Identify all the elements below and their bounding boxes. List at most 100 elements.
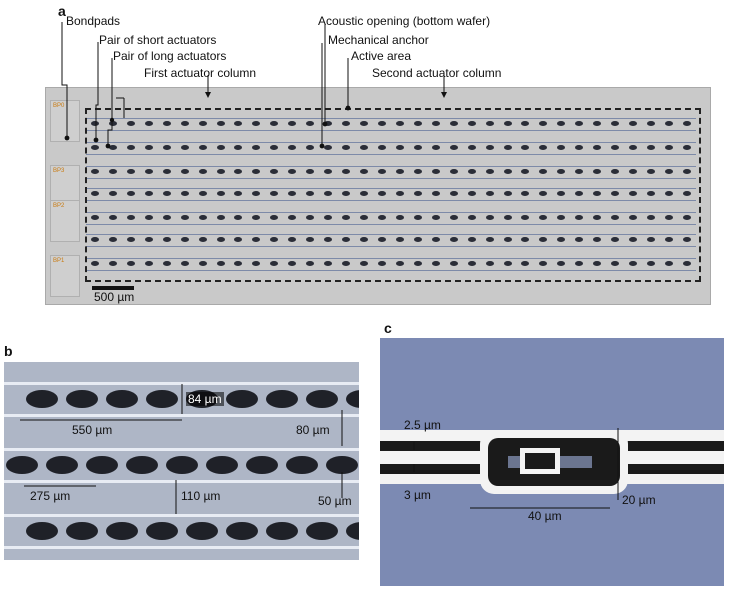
- acoustic-opening: [198, 169, 207, 174]
- acoustic-opening: [306, 522, 338, 540]
- acoustic-opening: [539, 191, 548, 196]
- acoustic-opening: [377, 169, 386, 174]
- label-long-actuators: Pair of long actuators: [113, 49, 227, 63]
- acoustic-opening: [90, 121, 99, 126]
- acoustic-opening: [226, 522, 258, 540]
- actuator-beam: [86, 270, 696, 271]
- acoustic-opening: [629, 121, 638, 126]
- acoustic-opening: [288, 169, 297, 174]
- acoustic-opening: [180, 121, 189, 126]
- acoustic-opening: [226, 390, 258, 408]
- acoustic-opening: [90, 237, 99, 242]
- actuator-row: [86, 210, 696, 226]
- acoustic-opening: [288, 191, 297, 196]
- acoustic-opening: [395, 191, 404, 196]
- acoustic-opening: [593, 237, 602, 242]
- acoustic-opening: [413, 261, 422, 266]
- acoustic-opening: [503, 191, 512, 196]
- acoustic-opening-row: [86, 215, 696, 222]
- actuator-beam: [86, 166, 696, 167]
- acoustic-opening: [682, 121, 691, 126]
- acoustic-opening: [180, 191, 189, 196]
- acoustic-opening: [144, 191, 153, 196]
- acoustic-opening: [431, 261, 440, 266]
- acoustic-opening: [449, 261, 458, 266]
- anchor-closeup: [380, 428, 724, 509]
- acoustic-opening: [6, 456, 38, 474]
- acoustic-opening: [234, 237, 243, 242]
- actuator-row: [86, 116, 696, 132]
- acoustic-opening: [270, 215, 279, 220]
- acoustic-opening: [629, 215, 638, 220]
- acoustic-opening: [611, 191, 620, 196]
- acoustic-opening: [234, 121, 243, 126]
- acoustic-opening: [306, 191, 315, 196]
- panel-c-letter: c: [384, 320, 392, 336]
- acoustic-opening: [306, 237, 315, 242]
- acoustic-opening: [593, 121, 602, 126]
- acoustic-opening: [266, 390, 298, 408]
- acoustic-opening: [467, 237, 476, 242]
- acoustic-opening: [467, 191, 476, 196]
- acoustic-opening: [485, 215, 494, 220]
- actuator-beam: [86, 246, 696, 247]
- acoustic-opening: [342, 215, 351, 220]
- bondpad-tag: BP3: [53, 168, 65, 174]
- acoustic-opening: [108, 169, 117, 174]
- acoustic-opening: [611, 215, 620, 220]
- acoustic-opening: [108, 237, 117, 242]
- acoustic-opening: [166, 456, 198, 474]
- actuator-row: [86, 140, 696, 156]
- label-active-area: Active area: [351, 49, 412, 63]
- acoustic-opening: [521, 145, 530, 150]
- panel-c-micrograph: [380, 338, 724, 586]
- acoustic-opening: [413, 121, 422, 126]
- acoustic-opening: [198, 215, 207, 220]
- actuator-wire: [4, 480, 359, 483]
- acoustic-opening: [395, 169, 404, 174]
- acoustic-opening: [413, 169, 422, 174]
- acoustic-opening: [377, 145, 386, 150]
- bondpad-2: BP2: [50, 200, 80, 242]
- acoustic-opening: [377, 191, 386, 196]
- acoustic-opening: [575, 145, 584, 150]
- acoustic-opening: [485, 237, 494, 242]
- acoustic-opening: [26, 522, 58, 540]
- acoustic-opening: [90, 261, 99, 266]
- acoustic-opening: [377, 261, 386, 266]
- acoustic-opening: [342, 169, 351, 174]
- acoustic-opening: [46, 456, 78, 474]
- acoustic-opening: [126, 145, 135, 150]
- acoustic-opening: [162, 215, 171, 220]
- acoustic-opening: [324, 215, 333, 220]
- acoustic-opening: [431, 169, 440, 174]
- actuator-beam: [86, 154, 696, 155]
- acoustic-opening: [126, 456, 158, 474]
- acoustic-opening: [360, 261, 369, 266]
- acoustic-opening: [611, 169, 620, 174]
- actuator-beam: [86, 224, 696, 225]
- acoustic-opening-row: [86, 237, 696, 244]
- actuator-wire: [4, 382, 359, 385]
- acoustic-opening: [521, 169, 530, 174]
- acoustic-opening: [647, 145, 656, 150]
- acoustic-opening: [216, 145, 225, 150]
- acoustic-opening: [629, 237, 638, 242]
- acoustic-opening: [431, 237, 440, 242]
- dim-550um: 550 µm: [72, 423, 113, 437]
- acoustic-opening: [286, 456, 318, 474]
- dim-40um: 40 µm: [528, 509, 562, 523]
- acoustic-opening: [467, 145, 476, 150]
- acoustic-opening: [252, 169, 261, 174]
- acoustic-opening: [593, 169, 602, 174]
- acoustic-opening: [557, 261, 566, 266]
- acoustic-opening: [324, 169, 333, 174]
- acoustic-opening-row: [86, 145, 696, 152]
- acoustic-opening: [664, 237, 673, 242]
- acoustic-opening: [198, 145, 207, 150]
- actuator-row: [86, 186, 696, 202]
- actuator-wire: [4, 546, 359, 549]
- acoustic-opening: [162, 145, 171, 150]
- acoustic-opening: [306, 390, 338, 408]
- acoustic-opening: [144, 121, 153, 126]
